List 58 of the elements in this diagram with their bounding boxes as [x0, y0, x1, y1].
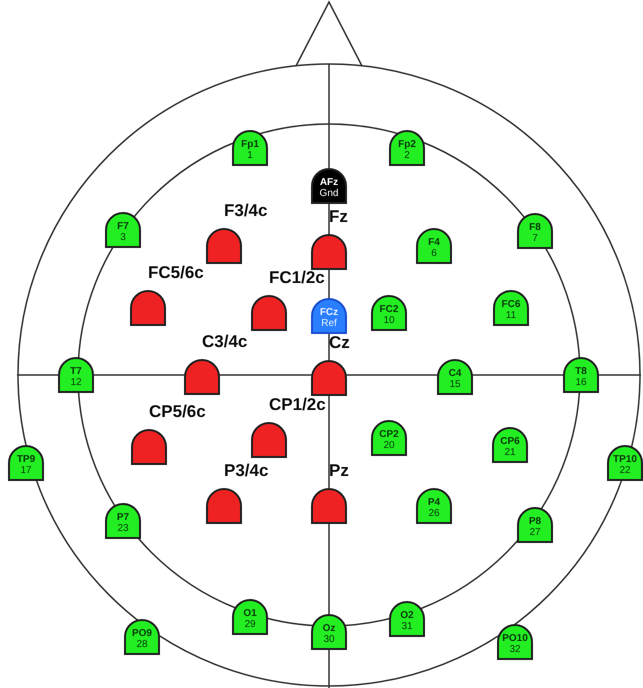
electrode-name: PO10 — [502, 633, 528, 644]
channel-number: 12 — [70, 377, 82, 388]
electrode-name: Fp2 — [398, 139, 416, 150]
electrode-name: O1 — [243, 608, 257, 619]
electrode-name: CP2 — [379, 429, 399, 440]
channel-number: 31 — [401, 621, 413, 632]
electrode-name: PO9 — [132, 628, 152, 639]
channel-number: 29 — [244, 619, 256, 630]
electrode-name: C4 — [448, 368, 462, 379]
electrode-name: T8 — [575, 366, 587, 377]
electrode-label: CP5/6c — [149, 402, 206, 422]
electrode-name: TP10 — [613, 454, 637, 465]
channel-number: 16 — [575, 377, 587, 388]
electrode-name: P8 — [528, 516, 542, 527]
channel-number: 22 — [619, 465, 631, 476]
electrode-label: FC5/6c — [148, 263, 204, 283]
channel-number: 20 — [383, 440, 395, 451]
electrode-label: Pz — [329, 461, 349, 481]
electrode-label: P3/4c — [224, 461, 268, 481]
electrode-label: CP1/2c — [269, 395, 326, 415]
electrode-name: Fp1 — [241, 139, 259, 150]
channel-number: 10 — [383, 315, 395, 326]
channel-number: 2 — [404, 150, 410, 161]
electrode-name: AFz — [320, 177, 338, 188]
electrode-name: FC2 — [380, 304, 398, 315]
electrode-label: F3/4c — [224, 201, 268, 221]
channel-number: 7 — [532, 233, 538, 244]
electrode-name: F8 — [529, 222, 541, 233]
channel-number: 15 — [449, 379, 461, 390]
channel-number: 30 — [323, 634, 335, 645]
electrode-label: Cz — [329, 333, 350, 353]
channel-number: 28 — [136, 639, 148, 650]
electrode-name: FC6 — [502, 299, 520, 310]
channel-number: 3 — [120, 232, 126, 243]
channel-number: 21 — [504, 447, 516, 458]
electrode-name: O2 — [400, 610, 414, 621]
electrode-name: P7 — [116, 512, 130, 523]
channel-number: Ref — [321, 318, 337, 329]
electrode-name: P4 — [428, 497, 440, 508]
electrode-label: C3/4c — [202, 332, 248, 352]
electrode-label: Fz — [329, 207, 348, 227]
electrode-name: F7 — [117, 221, 129, 232]
channel-number: 17 — [20, 465, 32, 476]
channel-number: 26 — [428, 508, 440, 519]
channel-number: 1 — [247, 150, 253, 161]
electrode-name: TP9 — [16, 454, 36, 465]
channel-number: Gnd — [320, 188, 338, 199]
electrode-name: Oz — [322, 623, 336, 634]
electrode-name: F4 — [428, 237, 440, 248]
channel-number: 6 — [431, 248, 437, 259]
electrode-name: CP6 — [500, 436, 520, 447]
channel-number: 32 — [509, 644, 521, 655]
electrode-label: FC1/2c — [269, 268, 325, 288]
channel-number: 27 — [529, 527, 541, 538]
channel-number: 23 — [117, 523, 129, 534]
channel-number: 11 — [506, 310, 516, 321]
electrode-name: T7 — [70, 366, 82, 377]
electrode-name: FCz — [320, 307, 338, 318]
